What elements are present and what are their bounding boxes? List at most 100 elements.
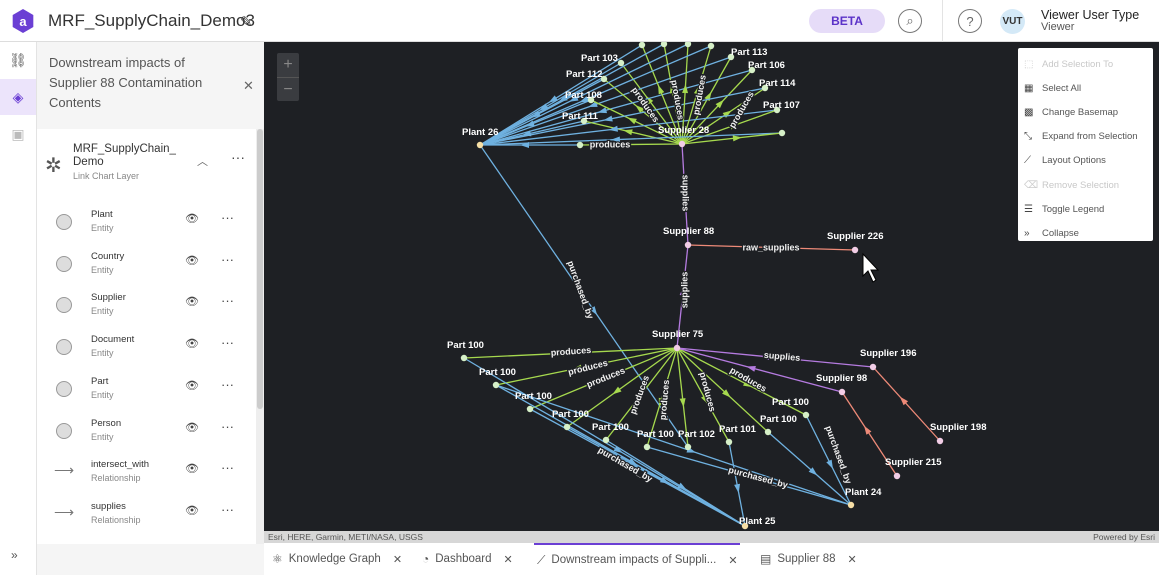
close-tab-icon[interactable]: ✕	[503, 553, 513, 566]
tab-3[interactable]: ▤Supplier 88✕	[760, 543, 857, 575]
graph-node[interactable]	[684, 443, 692, 451]
edge-produces[interactable]	[681, 69, 753, 145]
tab-1[interactable]: ◔Dashboard✕	[422, 543, 513, 575]
edge-produces[interactable]	[605, 347, 678, 441]
menu-item-layout-options[interactable]: ⟋Layout Options	[1018, 149, 1153, 173]
graph-node[interactable]	[660, 42, 668, 48]
edge-produces[interactable]	[681, 56, 732, 145]
edge-produces[interactable]	[579, 143, 683, 146]
collapse-layer-chevron-icon[interactable]: ︿	[197, 156, 208, 168]
graph-node[interactable]	[602, 436, 610, 444]
edge-produces[interactable]	[663, 43, 683, 145]
graph-node[interactable]	[563, 423, 571, 431]
more-options-icon[interactable]: ···	[221, 376, 234, 392]
powered-by[interactable]: Powered by Esri	[1093, 532, 1155, 542]
edge-raw-supplies[interactable]	[841, 391, 898, 477]
graph-node[interactable]	[526, 405, 534, 413]
graph-node[interactable]	[851, 246, 859, 254]
graph-node[interactable]	[476, 141, 484, 149]
edge-supplies[interactable]	[676, 244, 689, 349]
edge-purchased-by[interactable]	[566, 426, 746, 527]
edge-purchased-by[interactable]	[728, 441, 746, 527]
graph-node[interactable]	[764, 428, 772, 436]
edge-purchased-by[interactable]	[479, 144, 689, 448]
edge-produces[interactable]	[583, 120, 683, 145]
more-options-icon[interactable]: ···	[221, 501, 234, 517]
graph-node[interactable]	[617, 59, 625, 67]
menu-item-collapse[interactable]: »Collapse	[1018, 221, 1153, 245]
graph-node[interactable]	[893, 472, 901, 480]
edge-purchased-by[interactable]	[479, 56, 732, 146]
edge-purchased-by[interactable]	[495, 384, 852, 506]
graph-node[interactable]	[492, 381, 500, 389]
graph-node[interactable]	[741, 522, 749, 530]
edge-purchased-by[interactable]	[479, 109, 778, 146]
edge-produces[interactable]	[495, 347, 678, 386]
edge-produces[interactable]	[646, 347, 678, 448]
edge-produces[interactable]	[681, 132, 783, 145]
edge-produces[interactable]	[681, 109, 778, 145]
graph-explorer-icon[interactable]: ⛓	[9, 51, 27, 68]
menu-item-select-all[interactable]: ▦Select All	[1018, 76, 1153, 100]
search-icon[interactable]: ⌕	[898, 9, 922, 33]
close-tab-icon[interactable]: ✕	[392, 553, 403, 566]
tab-2[interactable]: ⟋Downstream impacts of Suppli...✕	[534, 543, 740, 575]
graph-node[interactable]	[778, 129, 786, 137]
edge-produces[interactable]	[620, 62, 683, 145]
menu-item-expand-from-selection[interactable]: ⤡Expand from Selection	[1018, 125, 1153, 149]
close-tab-icon[interactable]: ✕	[847, 553, 857, 566]
graph-node[interactable]	[869, 363, 877, 371]
layer-more-icon[interactable]: ···	[231, 149, 245, 165]
edge-purchased-by[interactable]	[479, 45, 712, 146]
edge-produces[interactable]	[529, 347, 678, 410]
more-options-icon[interactable]: ···	[221, 460, 234, 476]
visibility-eye-icon[interactable]: 👁	[185, 421, 199, 434]
edge-purchased-by[interactable]	[605, 439, 746, 527]
graph-node[interactable]	[838, 388, 846, 396]
edge-purchased-by[interactable]	[479, 120, 585, 146]
graph-node[interactable]	[638, 42, 646, 49]
edge-supplies[interactable]	[681, 143, 689, 246]
graph-node[interactable]	[725, 438, 733, 446]
edge-purchased-by[interactable]	[479, 69, 753, 146]
edge-produces[interactable]	[641, 44, 683, 145]
edge-produces[interactable]	[676, 347, 807, 416]
close-tab-icon[interactable]: ✕	[728, 554, 738, 567]
visibility-eye-icon[interactable]: 👁	[185, 338, 199, 351]
graph-node[interactable]	[600, 75, 608, 83]
graph-node[interactable]	[460, 354, 468, 362]
edge-purchased-by[interactable]	[479, 62, 622, 146]
tab-0[interactable]: ⚛Knowledge Graph✕	[272, 543, 402, 575]
graph-node[interactable]	[727, 53, 735, 61]
graph-node[interactable]	[678, 140, 686, 148]
app-logo-icon[interactable]: a	[12, 9, 34, 33]
graph-node[interactable]	[580, 117, 588, 125]
edge-supplies[interactable]	[676, 347, 843, 393]
edge-produces[interactable]	[676, 347, 769, 433]
edit-title-pencil-icon[interactable]: ✎	[240, 14, 253, 31]
graph-node[interactable]	[773, 106, 781, 114]
graph-node[interactable]	[748, 66, 756, 74]
menu-item-toggle-legend[interactable]: ☰Toggle Legend	[1018, 197, 1153, 221]
close-panel-icon[interactable]: ✕	[243, 78, 254, 93]
menu-item-add-selection-to[interactable]: ⬚Add Selection To	[1018, 52, 1153, 76]
graph-node[interactable]	[707, 42, 715, 50]
edge-raw-supplies[interactable]	[687, 244, 856, 251]
edge-produces[interactable]	[566, 347, 678, 428]
edge-produces[interactable]	[590, 99, 683, 145]
graph-node[interactable]	[684, 241, 692, 249]
help-icon[interactable]: ?	[958, 9, 982, 33]
more-options-icon[interactable]: ···	[221, 418, 234, 434]
graph-node[interactable]	[802, 411, 810, 419]
edge-purchased-by[interactable]	[805, 414, 852, 506]
graph-node[interactable]	[576, 141, 584, 149]
edge-purchased-by[interactable]	[767, 431, 852, 506]
